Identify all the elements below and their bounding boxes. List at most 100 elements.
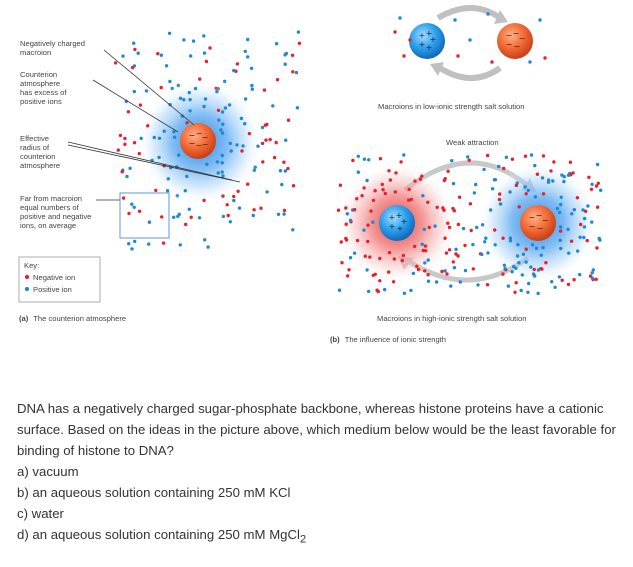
ion [362, 228, 366, 232]
positive-ion [282, 208, 287, 213]
option-b[interactable]: b) an aqueous solution containing 250 mM… [17, 482, 617, 503]
counterion [177, 153, 181, 157]
ion [443, 236, 447, 240]
negative-ion [275, 78, 280, 82]
svg-text:+: + [389, 222, 396, 231]
ion [392, 257, 396, 261]
ion [506, 284, 511, 288]
key-title: Key: [24, 261, 39, 270]
ion [471, 267, 475, 271]
ion [590, 276, 595, 280]
positive-ion [132, 41, 136, 45]
ion [540, 176, 545, 180]
negative-ion [167, 31, 172, 35]
svg-text:−: − [529, 213, 536, 222]
key-positive-label: Positive ion [33, 285, 72, 294]
negative-ion [282, 160, 286, 164]
ion [415, 264, 419, 268]
counterion [220, 161, 224, 165]
ion [539, 267, 543, 271]
ion [590, 220, 594, 224]
arrow-head-bottom [430, 62, 444, 76]
ion [344, 238, 349, 242]
ion [394, 171, 398, 175]
negative-ion [191, 39, 196, 43]
positive-ion [282, 212, 286, 216]
positive-ion [250, 87, 254, 91]
ion [538, 18, 542, 22]
svg-text:+: + [426, 43, 433, 52]
svg-text:+: + [389, 213, 396, 222]
positive-ion [260, 125, 265, 130]
ion [435, 205, 439, 209]
ion [566, 173, 571, 177]
ion [360, 194, 364, 198]
panel-b-top-ions [393, 12, 547, 64]
ion [504, 155, 509, 159]
ion [340, 261, 344, 265]
ion [513, 290, 517, 294]
option-d[interactable]: d) an aqueous solution containing 250 mM… [17, 524, 617, 551]
option-a[interactable]: a) vacuum [17, 461, 617, 482]
panel-b-bottom-ions [336, 153, 603, 296]
panel-a-leader-lines [67, 49, 241, 201]
ion [514, 281, 518, 285]
option-c[interactable]: c) water [17, 503, 617, 524]
ion [544, 261, 548, 265]
negative-ion [250, 83, 254, 88]
option-d-text: d) an aqueous solution containing 250 mM… [17, 527, 300, 542]
ion [423, 261, 427, 265]
panel-b-top-caption: Macroions in low-ionic strength salt sol… [378, 102, 524, 111]
negative-ion [274, 140, 278, 145]
counterion [215, 160, 220, 164]
ion [498, 192, 502, 196]
ion [407, 187, 411, 192]
svg-text:−: − [529, 222, 536, 231]
ion [367, 158, 371, 162]
ion [533, 163, 537, 168]
ion [391, 280, 396, 284]
positive-ion [147, 242, 151, 246]
positive-ion [130, 247, 134, 251]
ion [531, 272, 536, 276]
positive-ion [246, 182, 250, 186]
ion [472, 191, 477, 195]
ion [422, 227, 426, 231]
counterion [221, 194, 225, 198]
ion [421, 248, 425, 253]
panel-b-caption: (b) The influence of ionic strength [330, 335, 446, 344]
ion [371, 220, 375, 224]
option-c-letter: c) [17, 506, 28, 521]
positive-ion [228, 220, 232, 224]
ion [463, 268, 468, 273]
counterion [247, 131, 252, 136]
ion [570, 212, 574, 216]
ion [365, 178, 369, 183]
counterion [239, 116, 244, 121]
negative-ion [118, 133, 123, 138]
negative-ion [206, 245, 210, 249]
ion [516, 243, 520, 247]
positive-ion [202, 34, 206, 38]
negative-ion [113, 61, 118, 65]
ion [366, 289, 371, 294]
ion [476, 283, 480, 287]
ion [368, 255, 372, 259]
option-b-text: an aqueous solution containing 250 mM KC… [32, 485, 291, 500]
positive-ion [144, 89, 149, 93]
counterion [185, 174, 189, 179]
ion [501, 272, 505, 276]
positive-ion [172, 215, 176, 219]
svg-text:+: + [426, 29, 433, 38]
panel-b-top-positive-macroion: +++ ++ [409, 23, 445, 59]
ion [387, 250, 392, 255]
negative-ion [116, 148, 121, 152]
negative-ion [221, 214, 226, 219]
ion [345, 212, 349, 216]
positive-ion [286, 166, 290, 171]
ion [440, 269, 444, 274]
ion [363, 254, 367, 258]
negative-ion [204, 59, 209, 64]
ion [423, 269, 427, 273]
svg-text:+: + [419, 31, 426, 40]
